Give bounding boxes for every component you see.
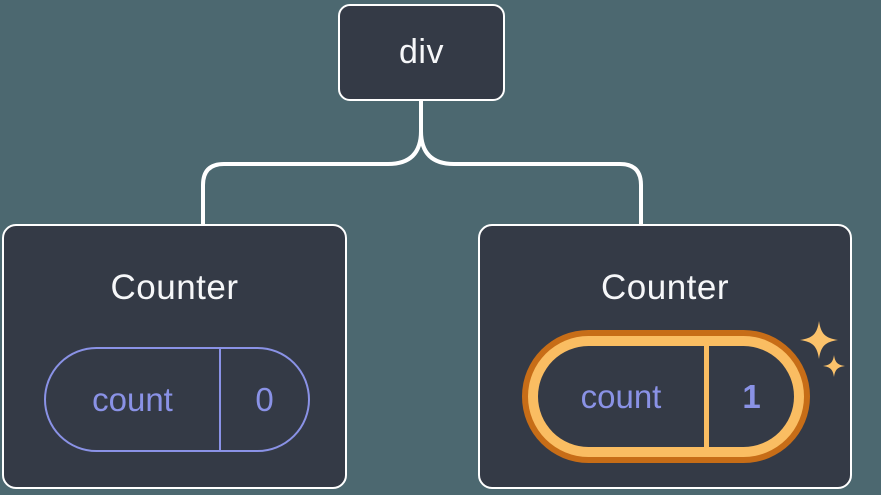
connector-right-branch (419, 129, 643, 226)
state-pill-highlight-ring: count 1 (528, 336, 804, 457)
root-node-div: div (338, 4, 505, 101)
root-node-label: div (399, 33, 444, 71)
pill-divider (219, 349, 221, 450)
state-pill-highlighted: count 1 (522, 330, 810, 463)
state-pill-inner: count 1 (538, 346, 794, 447)
counter-title: Counter (600, 268, 730, 307)
state-value: 1 (742, 377, 761, 415)
state-value: 0 (255, 380, 274, 418)
state-key-label: count (92, 380, 173, 418)
counter-card-right: Counter count 1 (478, 224, 852, 489)
pill-divider (704, 346, 709, 447)
state-pill: count 0 (44, 347, 310, 452)
sparkles-icon (800, 321, 845, 377)
counter-title: Counter (110, 268, 239, 307)
state-key-label: count (580, 377, 662, 415)
connector-left-branch (201, 129, 423, 226)
counter-card-left: Counter count 0 (2, 224, 347, 489)
